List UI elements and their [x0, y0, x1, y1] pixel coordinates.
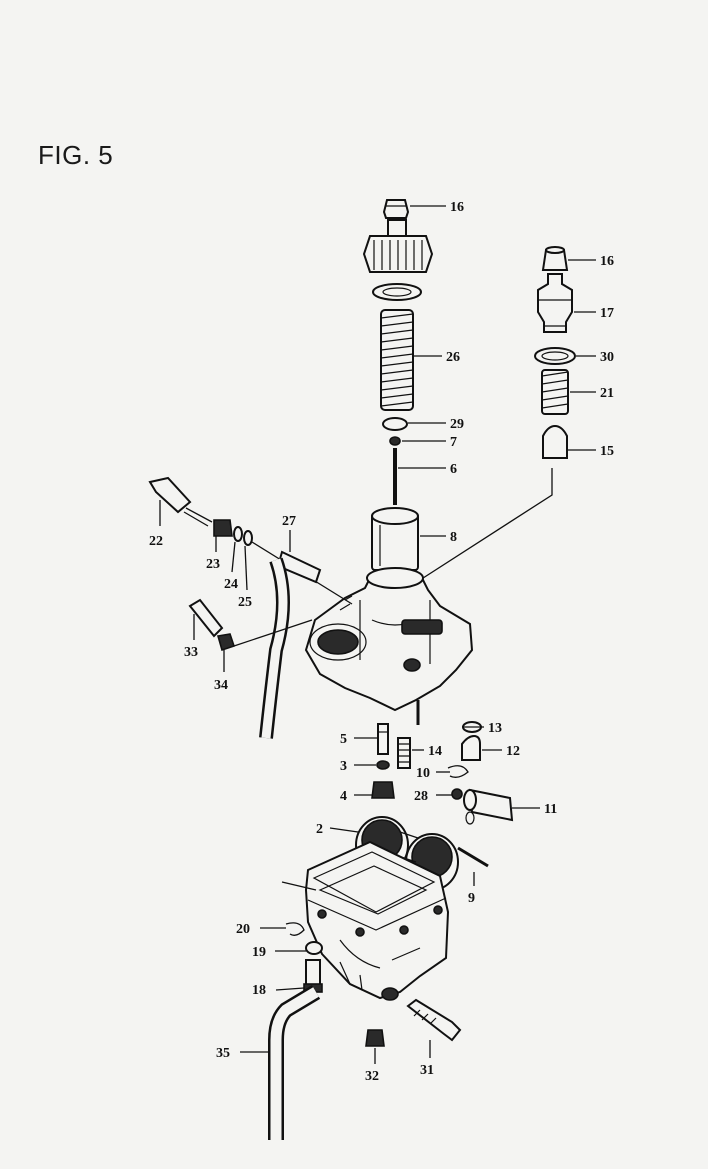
leader-plunger-to-body [419, 468, 553, 581]
part-28-pin [451, 788, 463, 800]
callout-5: 5 [340, 732, 347, 747]
part-32-plug [365, 1029, 385, 1047]
leader-lines [159, 205, 596, 1064]
callout-9: 9 [468, 891, 475, 906]
part-9-float-pin [457, 846, 489, 868]
callout-32: 32 [365, 1069, 379, 1084]
part-27-vent-tube [259, 550, 322, 739]
part-23-spring [213, 519, 233, 537]
part-2-float [355, 816, 459, 891]
callout-30: 30 [600, 350, 614, 365]
callout-17: 17 [600, 306, 614, 321]
callout-16-right: 16 [600, 254, 614, 269]
part-20-clip [285, 922, 305, 936]
part-4-main-jet [371, 781, 395, 799]
part-5-pilot-jet [377, 723, 389, 755]
part-19-washer [305, 941, 323, 955]
part-11-float-pin-holder [463, 788, 514, 825]
callout-31: 31 [420, 1063, 434, 1078]
callout-24: 24 [224, 577, 238, 592]
part-24-washer [233, 526, 243, 542]
part-35-drain-hose [268, 985, 321, 1140]
part-float-bowl [304, 840, 450, 1001]
callout-21: 21 [600, 386, 614, 401]
part-cable-adjuster-cap [362, 219, 434, 273]
part-34-spring [216, 633, 236, 652]
callout-23: 23 [206, 557, 220, 572]
part-16-cap-top [382, 199, 410, 219]
callout-3: 3 [340, 759, 347, 774]
part-25-o-ring [243, 530, 253, 546]
callout-6: 6 [450, 462, 457, 477]
part-30-o-ring [534, 347, 576, 365]
callout-7: 7 [450, 435, 457, 450]
callout-10: 10 [416, 766, 430, 781]
callout-22: 22 [149, 534, 163, 549]
callout-35: 35 [216, 1046, 230, 1061]
figure-title: FIG. 5 [38, 140, 114, 170]
callout-27: 27 [282, 514, 296, 529]
callout-14: 14 [428, 744, 442, 759]
callout-labels: 16 16 17 30 21 15 26 29 7 6 8 27 22 23 2… [149, 200, 614, 1084]
leader-idle-screw [233, 619, 313, 647]
callout-8: 8 [450, 530, 457, 545]
callout-11: 11 [544, 802, 557, 817]
callout-34: 34 [214, 678, 228, 693]
part-7-clip [389, 436, 401, 446]
callout-20: 20 [236, 922, 250, 937]
leader-bowl-gasket [281, 881, 317, 891]
callout-16-top: 16 [450, 200, 464, 215]
callout-2: 2 [316, 822, 323, 837]
part-12-float-valve [461, 734, 481, 761]
part-21-spring [541, 369, 569, 415]
part-gasket-ring [372, 283, 422, 301]
part-22-pilot-air-screw [148, 476, 213, 527]
part-16-cap-right [541, 246, 569, 271]
part-33-idle-screw [188, 598, 224, 638]
callout-13: 13 [488, 721, 502, 736]
callout-4: 4 [340, 789, 347, 804]
callout-18: 18 [252, 983, 266, 998]
part-mixing-chamber-body [304, 567, 474, 725]
part-10-clip [447, 765, 469, 778]
part-29-needle-clip [382, 417, 408, 431]
callout-26: 26 [446, 350, 460, 365]
part-31-drain-screw [406, 998, 462, 1042]
callout-25: 25 [238, 595, 252, 610]
part-17-cable-adjuster [537, 273, 573, 333]
callout-29: 29 [450, 417, 464, 432]
part-14-needle-jet [397, 737, 411, 769]
callout-15: 15 [600, 444, 614, 459]
part-15-starter-plunger [542, 424, 568, 459]
part-3-washer [376, 760, 390, 770]
part-26-throttle-spring [380, 309, 414, 411]
callout-33: 33 [184, 645, 198, 660]
callout-19: 19 [252, 945, 266, 960]
callout-12: 12 [506, 744, 520, 759]
callout-28: 28 [414, 789, 428, 804]
part-8-throttle-slide [371, 507, 419, 571]
